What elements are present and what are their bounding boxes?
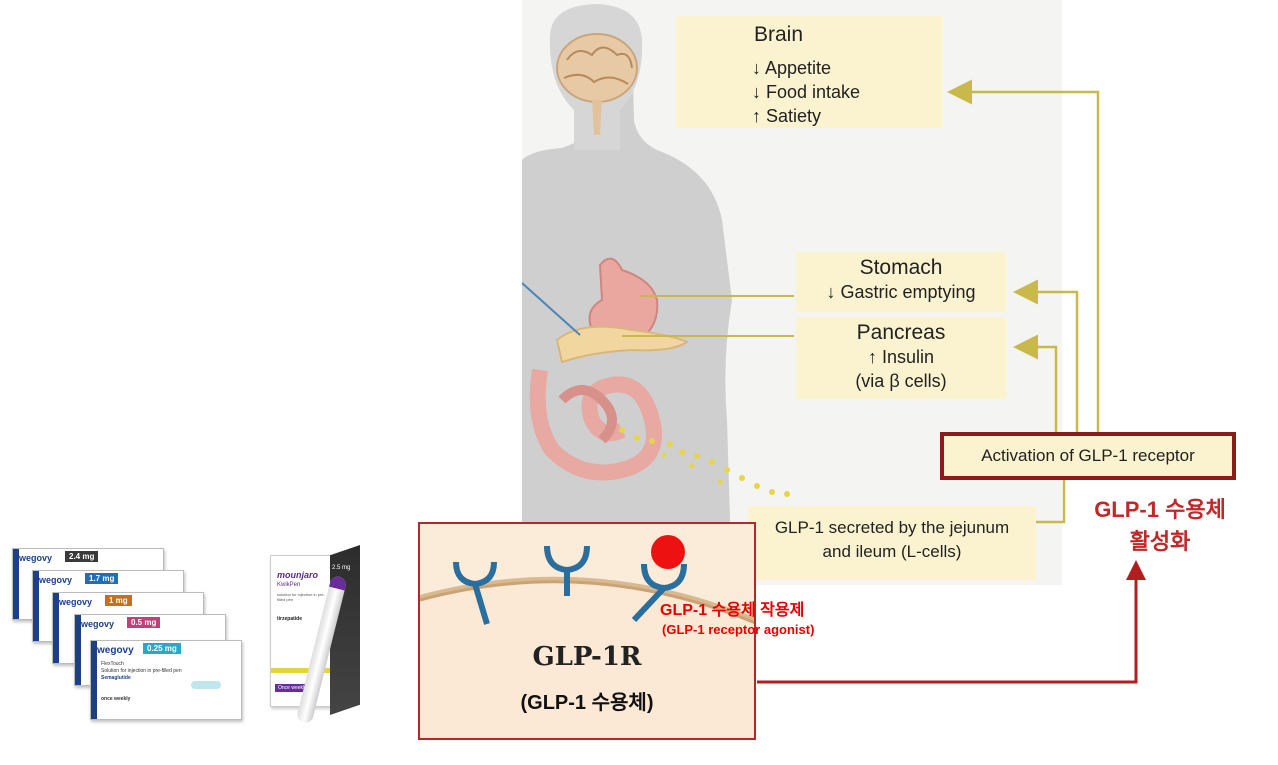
mounjaro-dose: 2.5 mg (332, 565, 351, 571)
pancreas-effect-insulin: ↑ Insulin (867, 347, 935, 367)
mounjaro-brand: mounjaro (277, 570, 319, 580)
brain-icon (556, 33, 638, 135)
stomach-effects-box: Stomach ↓ Gastric emptying (796, 252, 1006, 312)
receptor-diagram-box: GLP-1R (GLP-1 수용체) (418, 522, 756, 740)
wegovy-dose-1: 1 mg (105, 595, 132, 606)
activation-box: Activation of GLP-1 receptor (940, 432, 1236, 480)
pancreas-effects-box: Pancreas ↑ Insulin (via β cells) (796, 317, 1006, 399)
wegovy-dose-0-5: 0.5 mg (127, 617, 161, 628)
brain-effect-food-intake: ↓ Food intake (752, 82, 861, 102)
stomach-icon (588, 257, 659, 348)
receptor-3-icon (631, 563, 687, 623)
mounjaro-frequency: Once weekly (275, 684, 310, 692)
secretion-line-1: GLP-1 secreted by the jejunum (774, 518, 1010, 537)
activation-korean-line-2: 활성화 (1129, 529, 1191, 554)
receptor-subtitle: (GLP-1 수용체) (520, 692, 654, 714)
wegovy-box-0-25mg: wegovy 0.25 mg FlexTouch Solution for in… (90, 640, 242, 720)
brain-effects-box: Brain ↓ Appetite ↓ Food intake ↑ Satiety (676, 16, 942, 128)
red-arrow-to-activation (757, 575, 1138, 684)
red-arrow-head (1126, 560, 1146, 580)
mounjaro-description: solution for injection in pre-filled pen (277, 592, 325, 602)
cell-membrane-edge (420, 580, 754, 625)
glp1-secretion-dots (619, 427, 790, 497)
mounjaro-package: mounjaro KwikPen solution for injection … (270, 545, 365, 725)
wegovy-brand: wegovy (81, 619, 115, 629)
arrow-to-stomach (1013, 279, 1079, 432)
arrow-secreted-to-activation (1036, 480, 1066, 524)
body-illustration (522, 4, 794, 585)
wegovy-brand: wegovy (97, 645, 134, 656)
brain-title: Brain (754, 23, 804, 46)
brain-effect-satiety: ↑ Satiety (752, 106, 822, 126)
wegovy-ingredient: Semaglutide (101, 675, 131, 681)
activation-korean-line-1: GLP-1 수용체 (1094, 497, 1226, 522)
receptor-title: GLP-1R (532, 642, 642, 672)
arrow-to-pancreas (1013, 334, 1058, 432)
pointer-line-blue (522, 282, 581, 336)
wegovy-brand: wegovy (59, 597, 93, 607)
brain-effect-appetite: ↓ Appetite (752, 58, 832, 78)
pen-graphic (191, 681, 221, 689)
receptor-1-icon (453, 561, 497, 625)
pancreas-title: Pancreas (856, 321, 946, 344)
wegovy-dose-0-25: 0.25 mg (143, 643, 181, 654)
agonist-ligand-icon (651, 535, 685, 569)
wegovy-dose-2-4: 2.4 mg (65, 551, 99, 562)
mounjaro-box-side (330, 545, 360, 715)
intestines-icon (529, 368, 662, 481)
mounjaro-ingredient: tirzepatide (277, 616, 303, 622)
glp1-secretion-box: GLP-1 secreted by the jejunum and ileum … (748, 506, 1036, 580)
receptor-2-icon (544, 545, 590, 596)
wegovy-brand: wegovy (39, 575, 73, 585)
secretion-line-2: and ileum (L-cells) (822, 542, 962, 561)
cell-membrane-illustration (420, 535, 754, 738)
stomach-title: Stomach (859, 256, 943, 279)
wegovy-brand: wegovy (19, 553, 53, 563)
wegovy-frequency: once weekly (101, 696, 131, 702)
mounjaro-pen-name: KwikPen (277, 582, 301, 588)
pancreas-effect-beta-cells: (via β cells) (855, 371, 947, 391)
wegovy-description: Solution for injection in pre-filled pen (101, 668, 182, 674)
wegovy-pen-name: FlexTouch (101, 661, 124, 667)
wegovy-dose-1-7: 1.7 mg (85, 573, 119, 584)
stomach-effect: ↓ Gastric emptying (826, 282, 976, 302)
arrow-to-brain (947, 79, 1100, 432)
wegovy-packages: wegovy 2.4 mg wegovy 1.7 mg wegovy 1 mg … (12, 548, 242, 720)
agonist-sublabel: (GLP-1 receptor agonist) (662, 622, 815, 637)
activation-korean-label: GLP-1 수용체 활성화 (1060, 494, 1260, 558)
agonist-label: GLP-1 수용체 작용제 (660, 602, 805, 619)
